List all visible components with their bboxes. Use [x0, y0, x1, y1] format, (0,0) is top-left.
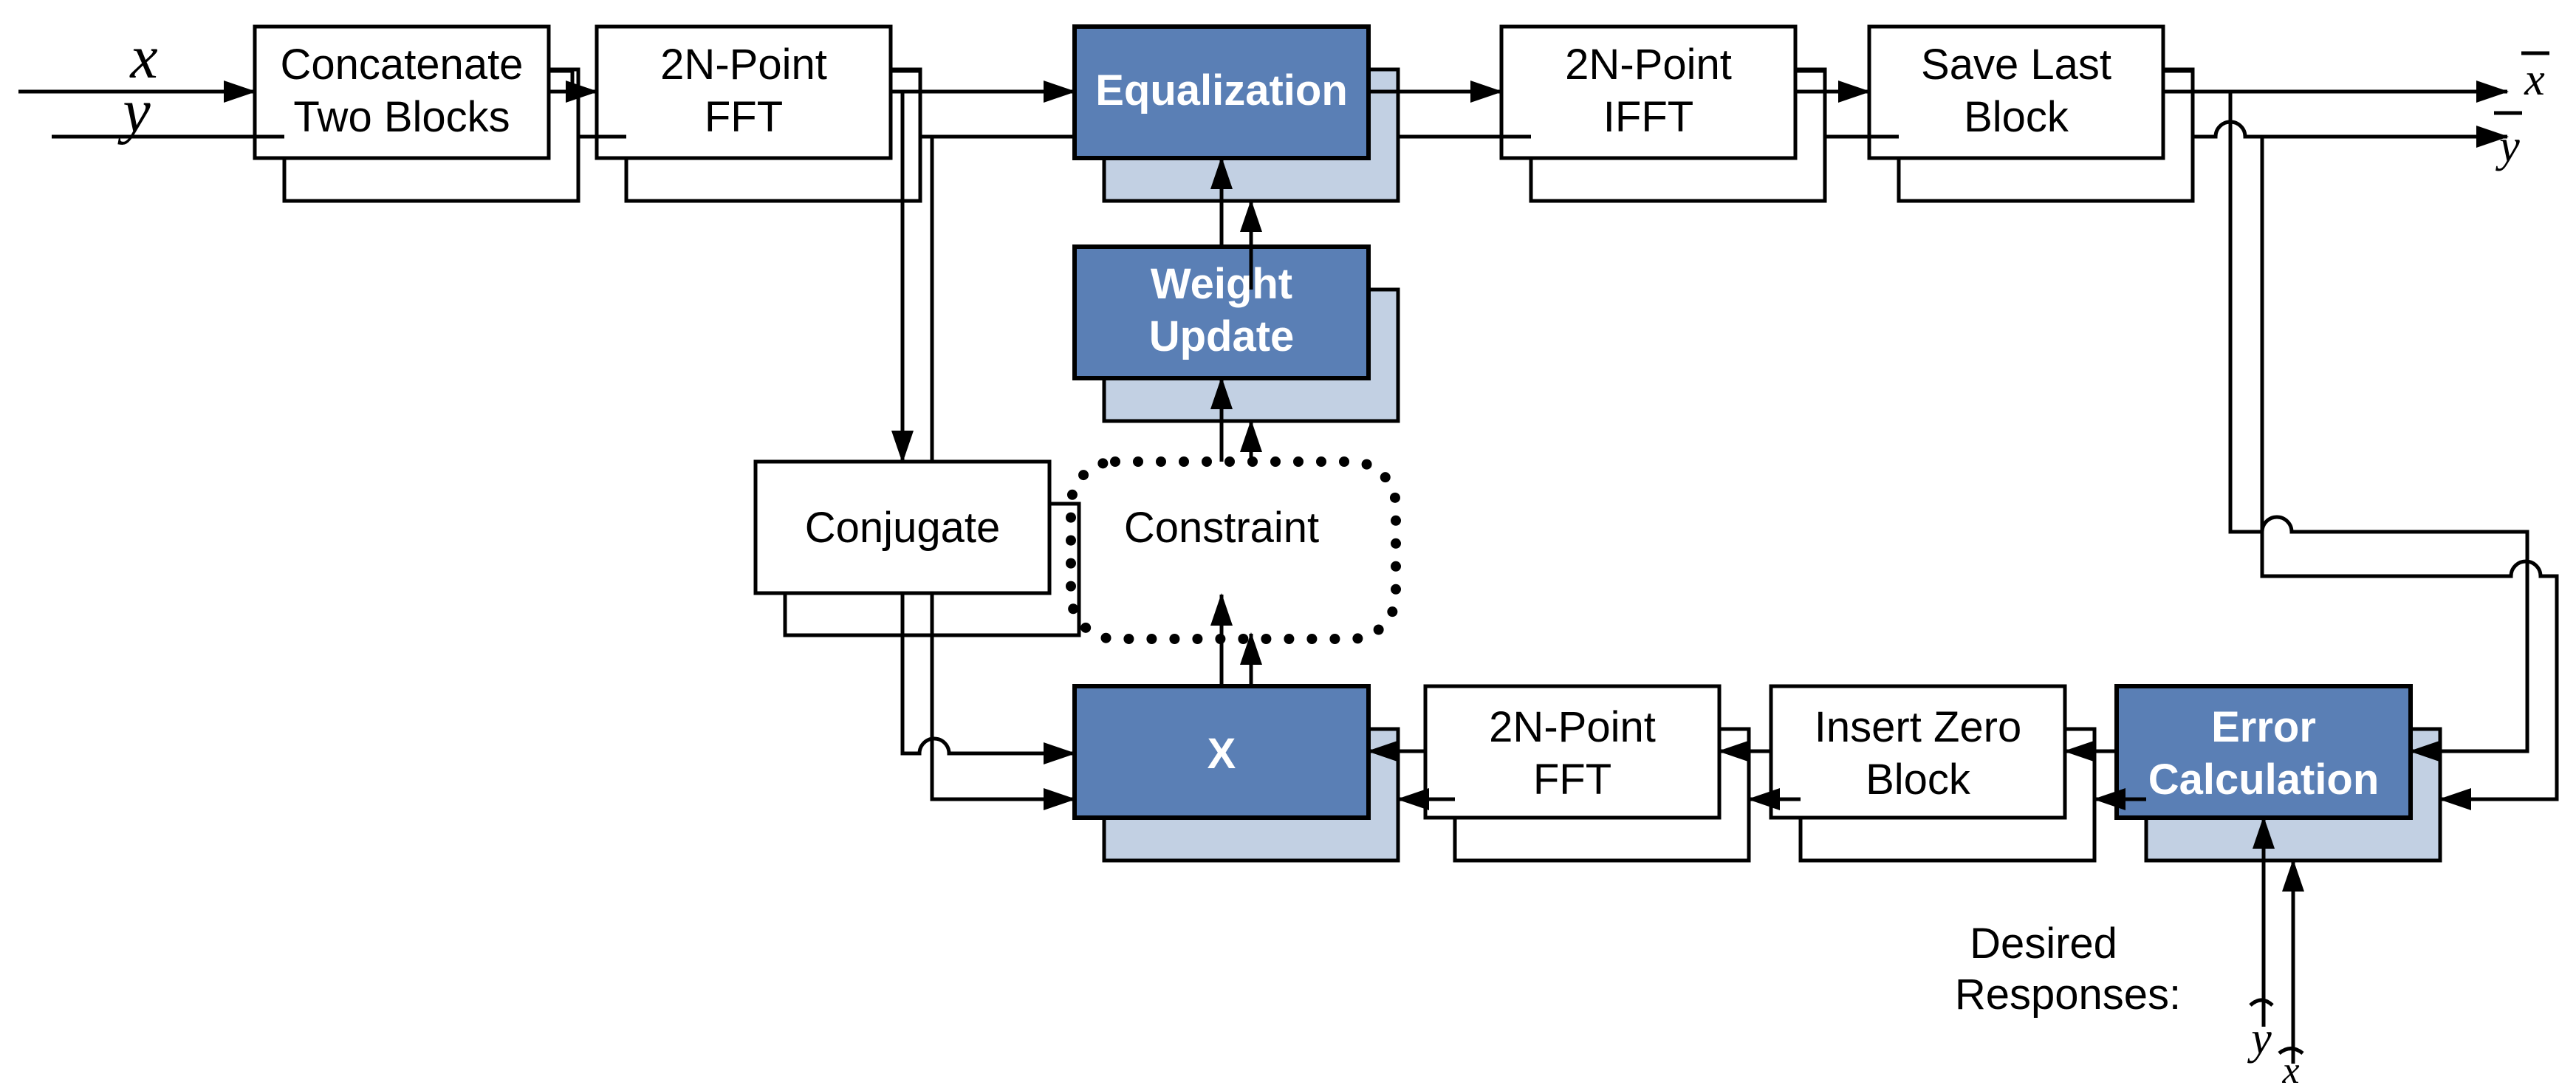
fft-top-label-2: FFT — [705, 93, 783, 141]
fft-bottom-label-1: 2N-Point — [1489, 703, 1656, 751]
weight-update-block: Weight Update — [1072, 244, 1400, 423]
signal-labels: x y x y y x Desired Responses: — [117, 23, 2549, 1088]
wire-save-y-up — [2163, 69, 2195, 92]
wire-fft-eq-y — [891, 69, 922, 137]
multiply-label: X — [1208, 730, 1236, 778]
equalization-label: Equalization — [1095, 66, 1348, 114]
wire-conjugate-multiply-2 — [930, 593, 1076, 810]
wire-feedback-x — [2228, 92, 2529, 762]
concatenate-block: Concatenate Two Blocks — [253, 24, 580, 203]
input-y-label: y — [117, 77, 151, 146]
desired-label-1: Desired — [1970, 920, 2117, 968]
error-calc-label-1: Error — [2211, 703, 2316, 751]
error-calc-label-2: Calculation — [2148, 756, 2380, 804]
save-last-label-1: Save Last — [1921, 41, 2111, 89]
fft-top-block: 2N-Point FFT — [595, 24, 922, 203]
fft-bottom-label-2: FFT — [1533, 756, 1611, 804]
wire-output-y — [2193, 120, 2509, 148]
weight-update-label-1: Weight — [1151, 260, 1292, 308]
equalization-block: Equalization — [1072, 24, 1400, 203]
output-x-label: x — [2524, 55, 2545, 105]
output-y-label: y — [2495, 121, 2520, 171]
save-last-block: Save Last Block — [1867, 24, 2195, 203]
conjugate-block: Conjugate — [753, 459, 1081, 637]
desired-y-hat — [2249, 998, 2274, 1007]
concatenate-label-2: Two Blocks — [293, 93, 510, 141]
insert-zero-label-2: Block — [1866, 756, 1971, 804]
fft-bottom-block: 2N-Point FFT — [1423, 684, 1751, 863]
weight-update-label-2: Update — [1149, 312, 1295, 360]
desired-label-2: Responses: — [1955, 971, 2181, 1019]
desired-y-label: y — [2247, 1013, 2272, 1064]
insert-zero-label-1: Insert Zero — [1815, 703, 2021, 751]
wire-concat-fft-y — [549, 69, 575, 92]
ifft-block: 2N-Point IFFT — [1499, 24, 1827, 203]
conjugate-label: Conjugate — [805, 504, 1000, 552]
insert-zero-block: Insert Zero Block — [1769, 684, 2097, 863]
desired-x-hat — [2278, 1047, 2304, 1056]
ifft-label-1: 2N-Point — [1565, 41, 1732, 89]
connections — [18, 69, 2559, 1064]
error-calc-block: Error Calculation — [2114, 684, 2442, 863]
wire-feedback-y — [2260, 137, 2559, 810]
input-x-label: x — [129, 23, 157, 92]
multiply-block: X — [1072, 684, 1400, 863]
concatenate-label-1: Concatenate — [281, 41, 524, 89]
wire-ifft-save-y — [1795, 69, 1827, 92]
constraint-label: Constraint — [1124, 504, 1319, 552]
ifft-label-2: IFFT — [1603, 93, 1693, 141]
fft-top-label-1: 2N-Point — [660, 41, 827, 89]
desired-x-label: x — [2281, 1050, 2299, 1088]
save-last-label-2: Block — [1964, 93, 2069, 141]
constraint-block: Constraint — [1066, 456, 1401, 644]
